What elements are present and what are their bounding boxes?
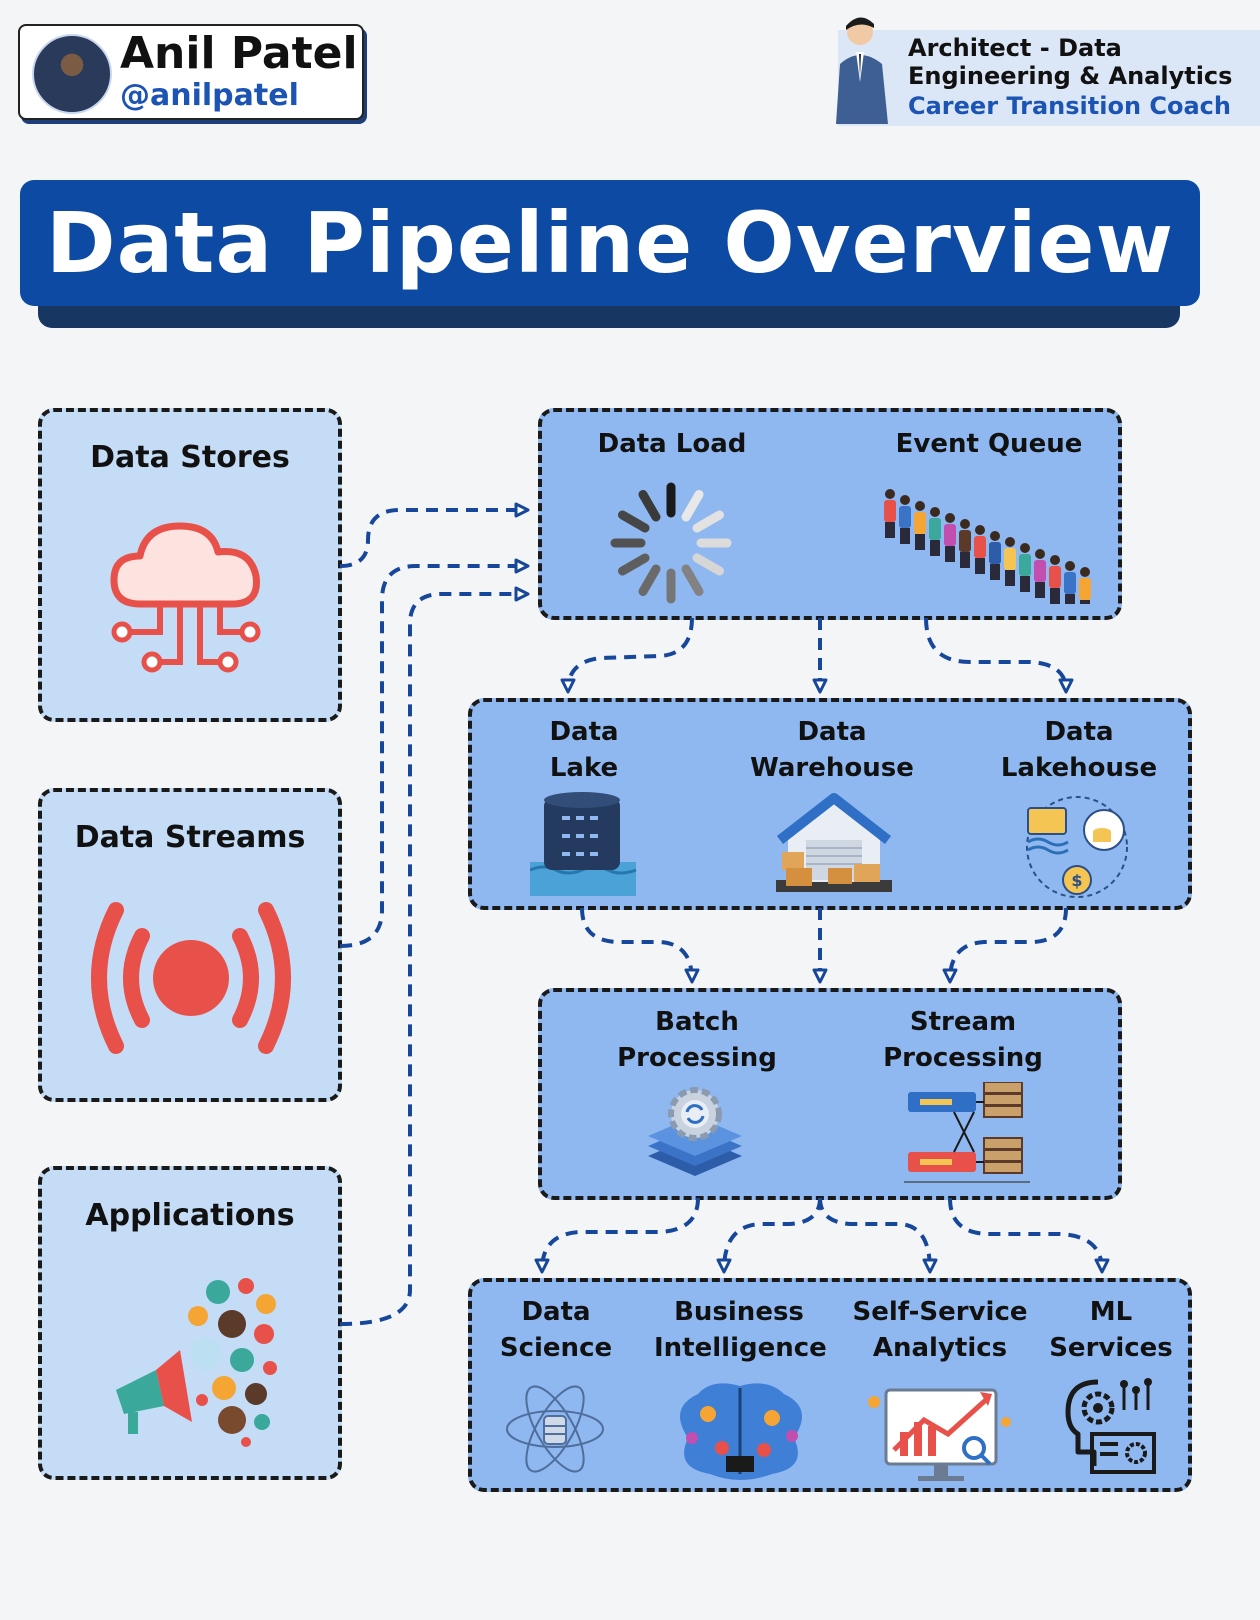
- profile-card: Anil Patel @anilpatel: [18, 24, 364, 120]
- batch-gear-icon: [648, 1087, 742, 1176]
- source-label: Data Streams: [74, 820, 306, 855]
- spinner-spoke: [692, 553, 724, 576]
- role-tagline: Career Transition Coach: [908, 92, 1231, 120]
- spinner-spoke: [638, 564, 661, 596]
- atom-database-icon: [506, 1385, 604, 1473]
- arrow-streams-to-ingestion: [339, 558, 530, 948]
- arrow-to-lake: [560, 617, 694, 694]
- analytics-chart-icon: [868, 1388, 1011, 1481]
- spinner-spoke: [618, 553, 650, 576]
- queue-person: [884, 489, 896, 538]
- database-lake-icon: [530, 792, 637, 896]
- arrow-stores-to-ingestion: [339, 502, 530, 568]
- arrow-to-self-service: [818, 1197, 938, 1274]
- arrow-to-bi: [716, 1197, 822, 1274]
- queue-people-icon: [884, 489, 1091, 604]
- arrow-lakehouse-to-stream: [942, 907, 1068, 984]
- spinner-spoke: [618, 510, 650, 533]
- queue-person: [989, 531, 1001, 580]
- arrow-lake-to-batch: [580, 907, 700, 984]
- source-data-stores: Data Stores: [38, 408, 342, 722]
- queue-person: [944, 513, 956, 562]
- ingestion-box: Data Load Event Queue: [538, 408, 1122, 620]
- megaphone-apps-icon: [116, 1278, 277, 1447]
- lakehouse-icon: $: [1026, 796, 1128, 898]
- arrow-to-science: [534, 1197, 700, 1274]
- queue-person: [914, 501, 926, 550]
- arrow-to-lakehouse: [924, 617, 1074, 694]
- cloud-network-icon: [110, 522, 261, 673]
- spinner-spoke: [638, 490, 661, 522]
- event-queue-label: Event Queue: [895, 429, 1083, 459]
- queue-person: [1004, 537, 1016, 586]
- source-label: Applications: [85, 1198, 295, 1233]
- role-subtitle: Engineering & Analytics: [908, 62, 1233, 90]
- avatar: [32, 34, 112, 114]
- stream-flow-icon: [904, 1082, 1030, 1183]
- source-label: Data Stores: [90, 440, 290, 475]
- title-banner: Data Pipeline Overview: [20, 180, 1200, 306]
- queue-person: [1049, 555, 1061, 604]
- queue-person: [974, 525, 986, 574]
- loading-spinner-icon: [610, 482, 732, 604]
- broadcast-signal-icon: [91, 902, 291, 1054]
- spinner-spoke: [692, 510, 724, 533]
- queue-person: [959, 519, 971, 568]
- arrow-apps-to-ingestion: [339, 586, 530, 1326]
- warehouse-icon: [776, 793, 892, 892]
- page-title: Data Pipeline Overview: [45, 194, 1175, 292]
- svg-text:$: $: [1071, 871, 1082, 890]
- source-data-streams: Data Streams: [38, 788, 342, 1102]
- queue-person: [929, 507, 941, 556]
- ml-robot-gear-icon: [1065, 1378, 1156, 1474]
- data-load-label: Data Load: [597, 429, 747, 459]
- queue-person: [899, 495, 911, 544]
- arrow-to-ml: [948, 1197, 1110, 1274]
- queue-person: [1064, 561, 1076, 604]
- queue-person: [1034, 549, 1046, 598]
- spinner-spoke: [681, 564, 704, 596]
- spinner-spoke: [681, 490, 704, 522]
- person-illustration-icon: [836, 17, 888, 124]
- role-title: Architect - Data: [908, 34, 1122, 62]
- role-card: Architect - Data Engineering & Analytics…: [836, 17, 1260, 126]
- queue-person: [1079, 567, 1091, 604]
- queue-person: [1019, 543, 1031, 592]
- profile-handle: @anilpatel: [120, 78, 299, 113]
- profile-name: Anil Patel: [120, 28, 358, 79]
- brain-collaboration-icon: [680, 1383, 802, 1480]
